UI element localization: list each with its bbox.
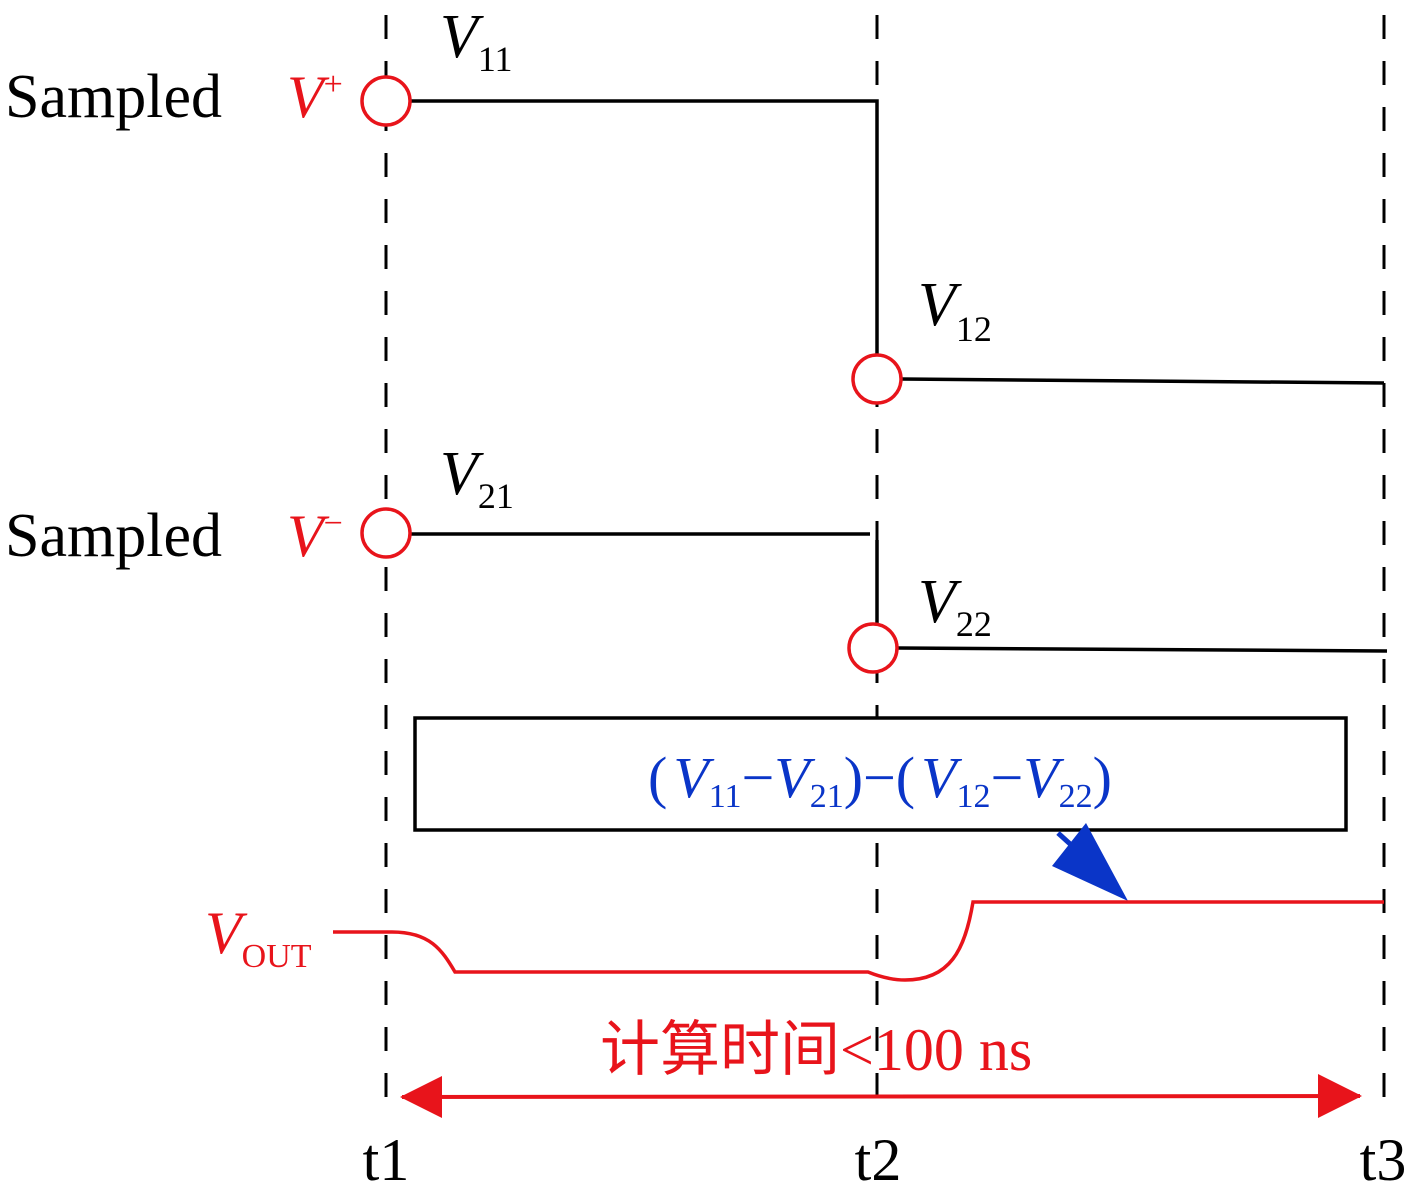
timing-arrow xyxy=(401,1091,1361,1102)
tick-label-t2: t2 xyxy=(855,1127,902,1193)
sample-point-v21 xyxy=(360,507,412,559)
signal-label-vminus: V− xyxy=(287,503,343,569)
timing-label: 计算时间<100 ns xyxy=(600,1017,1032,1083)
tick-label-t3: t3 xyxy=(1360,1127,1407,1193)
waveform-vout xyxy=(333,900,1384,982)
sample-point-v11 xyxy=(360,75,412,127)
computation-formula: (V11−V21)−(V12−V22) xyxy=(648,745,1112,815)
value-label-v12: V12 xyxy=(918,271,992,349)
output-label-vout: VOUT xyxy=(205,900,312,975)
sample-point-v22 xyxy=(847,622,899,674)
value-label-v22: V22 xyxy=(918,568,992,644)
computation-box xyxy=(413,716,1348,832)
value-label-v11: V11 xyxy=(440,3,513,79)
waveform-vminus xyxy=(410,532,1388,653)
timing-arrowhead-left xyxy=(400,1076,442,1118)
signal-label-vplus: V+ xyxy=(287,64,343,130)
sample-point-v12 xyxy=(851,353,903,405)
row-label-bottom: Sampled xyxy=(5,502,222,570)
waveform-vplus xyxy=(410,99,1385,385)
value-label-v21: V21 xyxy=(440,440,514,516)
tick-label-t1: t1 xyxy=(363,1127,410,1193)
timing-arrowhead-right xyxy=(1318,1074,1362,1118)
result-arrow-head xyxy=(1052,823,1128,901)
row-label-top: Sampled xyxy=(5,63,222,131)
